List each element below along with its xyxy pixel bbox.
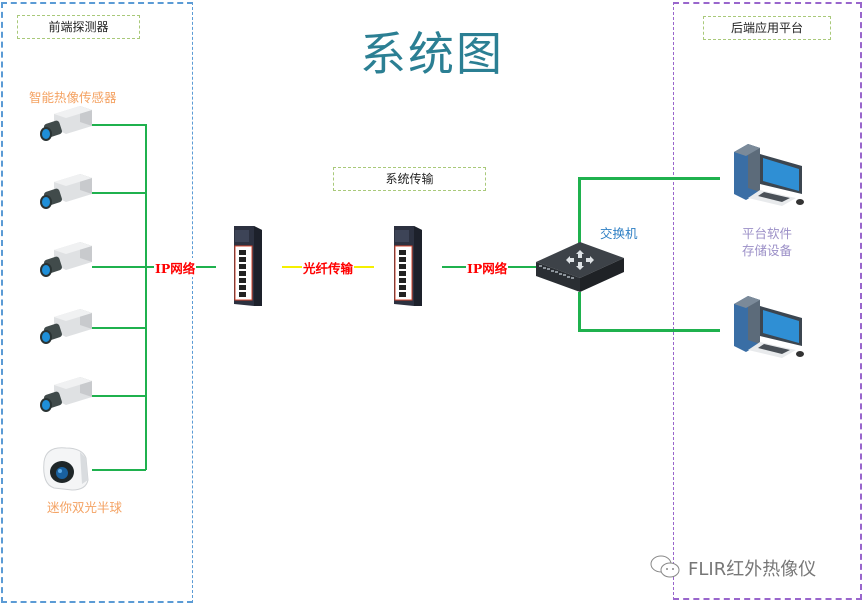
- network-switch-icon: [536, 242, 624, 292]
- camera-link-line: [92, 327, 146, 329]
- switch-uplink-vertical: [578, 177, 581, 245]
- bullet-camera-icon: [40, 309, 92, 344]
- camera-link-line: [92, 192, 146, 194]
- fiber-media-converter-icon: [234, 226, 262, 306]
- switch-to-pc1-line: [578, 177, 720, 180]
- platform-label-line2: 存储设备: [741, 243, 792, 258]
- wechat-icon: [650, 555, 680, 578]
- front-detector-zone: [1, 2, 193, 603]
- desktop-computer-icon: [734, 144, 804, 206]
- desktop-computer-icon: [734, 296, 804, 358]
- backend-platform-zone: [673, 2, 862, 600]
- back-zone-label: 后端应用平台: [703, 16, 831, 40]
- ip-network-label-2: IP网络: [466, 258, 509, 277]
- camera-link-line: [92, 395, 146, 397]
- ip-network-label-1: IP网络: [154, 258, 197, 277]
- platform-label-line1: 平台软件: [741, 226, 792, 241]
- camera-link-line: [92, 266, 146, 268]
- bullet-camera-icon: [40, 106, 92, 141]
- platform-label: 平台软件 存储设备: [730, 225, 804, 259]
- camera-link-line: [92, 124, 146, 126]
- switch-to-pc2-line: [578, 329, 720, 332]
- bullet-camera-icon: [40, 242, 92, 277]
- fiber-media-converter-icon: [394, 226, 422, 306]
- fiber-label: 光纤传输: [302, 258, 355, 277]
- sensor-bus-line: [145, 124, 147, 470]
- sensor-group-label: 智能热像传感器: [29, 90, 117, 105]
- front-zone-label: 前端探测器: [17, 15, 140, 39]
- switch-label: 交换机: [600, 226, 638, 241]
- diagram-title: 系统图: [360, 27, 504, 81]
- switch-downlink-vertical: [578, 292, 581, 332]
- dome-camera-label: 迷你双光半球: [47, 500, 123, 515]
- bullet-camera-icon: [40, 174, 92, 209]
- transmission-label: 系统传输: [333, 167, 486, 191]
- watermark-text: FLIR红外热像仪: [688, 559, 817, 580]
- dome-link-line: [92, 469, 146, 471]
- bullet-camera-icon: [40, 377, 92, 412]
- mini-dome-camera-icon: [43, 447, 89, 491]
